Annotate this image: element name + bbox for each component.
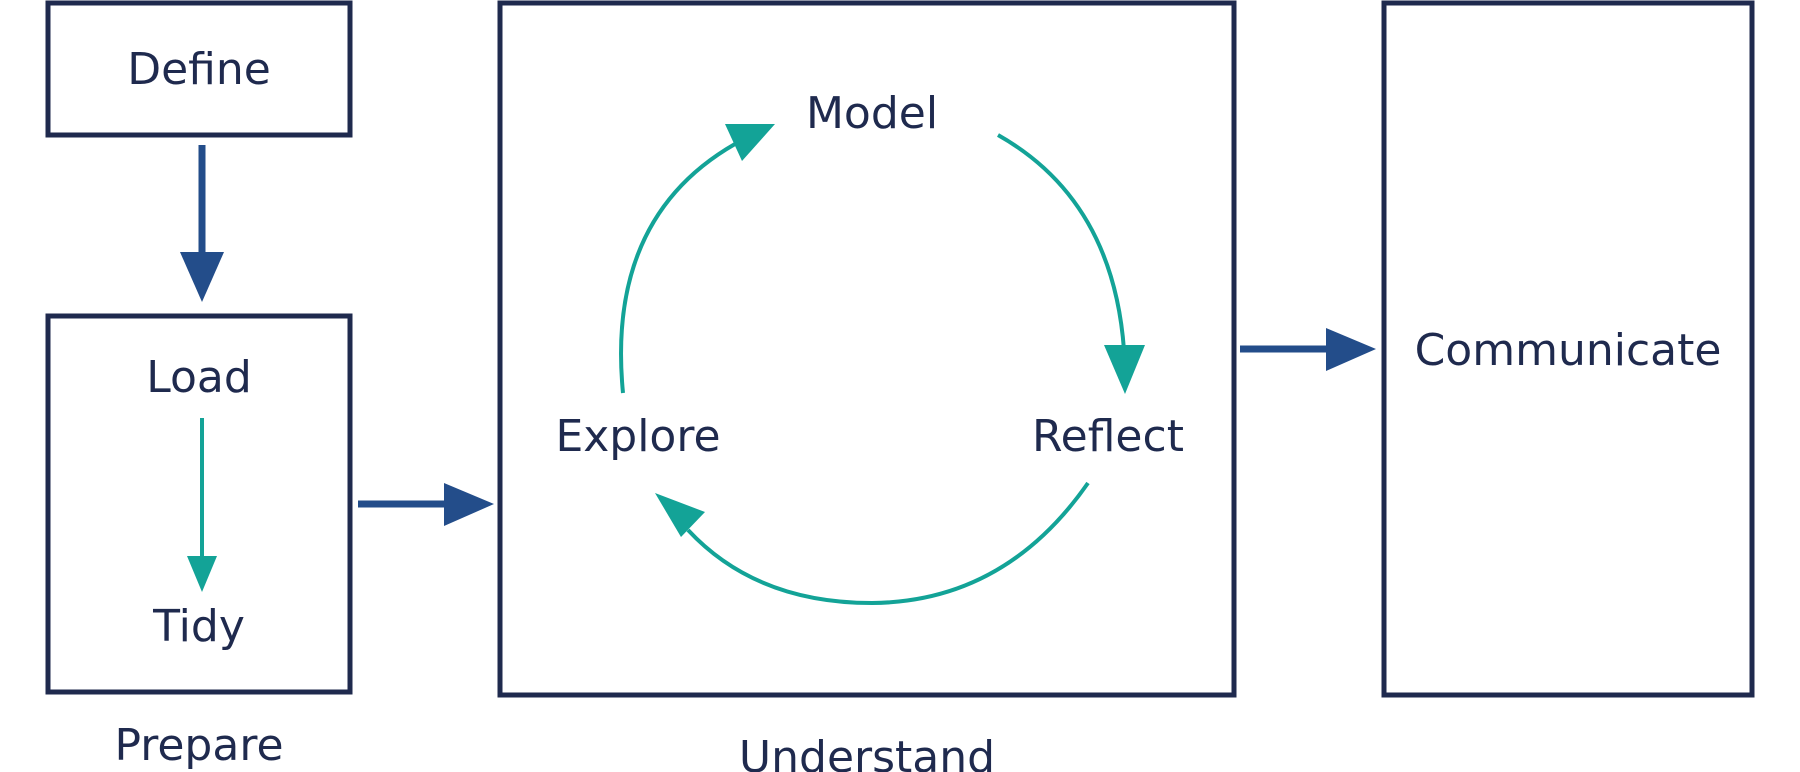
define-to-load-arrow bbox=[180, 145, 224, 302]
define-box bbox=[45, 0, 353, 138]
reflect-label: Reflect bbox=[1032, 411, 1184, 462]
prepare-box bbox=[45, 313, 353, 695]
model-label: Model bbox=[806, 88, 938, 139]
explore-label: Explore bbox=[555, 411, 720, 462]
load-label: Load bbox=[146, 352, 252, 403]
model-to-reflect-arrow bbox=[997, 133, 1145, 394]
explore-to-model-arrow bbox=[619, 124, 775, 394]
understand-label: Understand bbox=[739, 732, 995, 772]
understand-box bbox=[497, 0, 1237, 698]
reflect-to-explore-arrow bbox=[655, 481, 1090, 606]
load-to-tidy-arrow bbox=[187, 418, 217, 592]
communicate-box bbox=[1381, 0, 1755, 698]
understand-to-communicate-arrow bbox=[1240, 328, 1376, 371]
prepare-to-understand-arrow bbox=[358, 483, 494, 526]
communicate-label: Communicate bbox=[1415, 325, 1722, 376]
prepare-label: Prepare bbox=[114, 720, 283, 771]
tidy-label: Tidy bbox=[152, 601, 245, 652]
define-label: Define bbox=[127, 44, 271, 95]
